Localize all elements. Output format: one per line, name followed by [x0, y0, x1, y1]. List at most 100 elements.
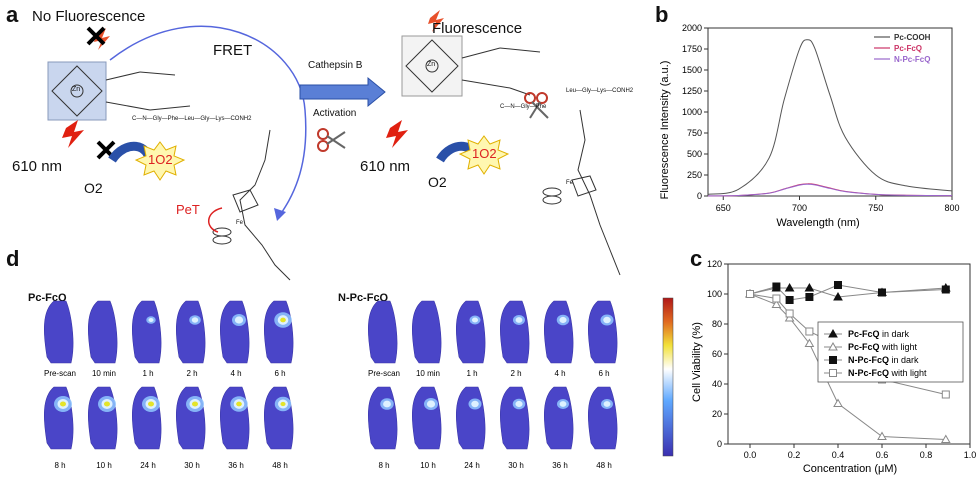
chart-c-y-axis-label: Cell Viability (%) — [691, 322, 703, 402]
chart-c-point-1 — [833, 291, 843, 301]
chart-b-y-tick-label: 0 — [697, 191, 702, 201]
chart-b-x-tick-label: 800 — [944, 203, 959, 213]
time-point-label: Pre-scan — [44, 369, 76, 378]
emission-spectra-chart: Fluorescence Intensity (a.u.) Wavelength… — [659, 23, 960, 229]
mouse-body — [175, 300, 206, 364]
activation-label-line1: Cathepsin B — [308, 60, 363, 71]
panel-label-b: b — [655, 2, 669, 27]
mouse-left-row2 — [175, 386, 206, 450]
signal-peak — [104, 401, 110, 407]
mouse-left-row2 — [87, 386, 118, 450]
iron-right-label: Fe — [566, 180, 574, 186]
mouse-right-row1 — [455, 300, 486, 364]
mouse-left-row1 — [263, 300, 294, 364]
chart-c-y-tick-label: 0 — [717, 439, 722, 449]
zinc-left-label: Zn — [72, 86, 81, 93]
mouse-body — [543, 300, 574, 364]
pc-core-right — [401, 35, 463, 97]
chart-c-legend-label-3: N-Pc-FcQ in dark — [848, 355, 919, 365]
mouse-body — [455, 386, 486, 450]
activation-label-line2: Activation — [313, 108, 357, 119]
mouse-body — [219, 386, 250, 450]
chart-c-y-tick-label: 20 — [712, 409, 722, 419]
chart-c-x-tick-label: 0.0 — [744, 450, 757, 460]
chart-b-y-tick-label: 1750 — [682, 44, 702, 54]
time-point-label: 6 h — [274, 369, 285, 378]
mouse-right-row2 — [587, 386, 618, 450]
chart-b-y-tick-label: 1500 — [682, 65, 702, 75]
chart-c-point-4 — [785, 309, 794, 318]
chart-b-x-tick-label: 650 — [716, 203, 731, 213]
fluorescence-label: Fluorescence — [432, 20, 523, 37]
signal-peak — [236, 401, 242, 407]
chart-b-plot-frame — [707, 27, 953, 197]
mouse-body — [455, 300, 486, 364]
chart-c-point-2 — [771, 299, 782, 308]
signal-core — [559, 401, 567, 407]
chart-c-point-1 — [784, 282, 795, 292]
time-point-label: 1 h — [466, 369, 477, 378]
chart-c-point-3 — [834, 281, 842, 289]
chart-c-legend-marker-3 — [829, 356, 837, 364]
intensity-color-scale — [662, 297, 674, 457]
iron-left-label: Fe — [236, 220, 244, 226]
chart-c-legend-label-2: Pc-FcQ with light — [848, 342, 918, 352]
mouse-right-row2 — [499, 386, 530, 450]
lightning-icon-top-right — [428, 10, 444, 32]
time-point-label: Pre-scan — [368, 369, 400, 378]
time-point-label: 10 h — [420, 461, 436, 470]
mouse-body — [587, 300, 618, 364]
chart-c-y-tick-label: 100 — [707, 289, 722, 299]
mouse-left-row1 — [43, 300, 74, 364]
chart-c-x-tick-label: 0.4 — [832, 450, 845, 460]
mouse-left-row1 — [219, 300, 250, 364]
chart-c-point-1 — [804, 282, 815, 292]
singlet-oxygen-left-label: 1O2 — [148, 152, 173, 167]
chart-c-point-3 — [805, 293, 814, 301]
starburst-icon-right — [458, 135, 510, 175]
time-point-label: 1 h — [142, 369, 153, 378]
time-point-label: 8 h — [378, 461, 389, 470]
o2-left-label: O2 — [84, 180, 103, 196]
mouse-left-row2 — [43, 386, 74, 450]
chart-c-point-2 — [940, 434, 951, 443]
chart-c-legend-marker-4 — [829, 369, 837, 377]
chart-c-point-4 — [941, 390, 950, 399]
chart-c-x-tick-label: 0.2 — [788, 450, 801, 460]
chart-c-x-tick-label: 0.8 — [920, 450, 933, 460]
chart-b-series-line-1 — [707, 39, 953, 195]
signal-core — [471, 400, 479, 408]
signal-peak — [280, 317, 286, 323]
mouse-body — [367, 386, 398, 450]
chart-c-y-tick-label: 40 — [712, 379, 722, 389]
imaging-right-title: N-Pc-FcQ — [338, 292, 389, 304]
chart-b-legend-label-1: Pc-COOH — [894, 33, 931, 42]
chart-b-x-axis-label: Wavelength (nm) — [776, 217, 859, 229]
chart-b-y-tick-label: 250 — [687, 170, 702, 180]
mouse-left-row2 — [131, 386, 162, 450]
pc-core-left — [47, 61, 107, 121]
mouse-right-row2 — [455, 386, 486, 450]
panel-label-a: a — [6, 2, 19, 27]
starburst-icon-left — [134, 141, 186, 181]
time-point-label: 48 h — [272, 461, 288, 470]
time-point-label: 24 h — [464, 461, 480, 470]
wavelength-left-label: 610 nm — [12, 158, 63, 175]
mouse-body — [263, 300, 294, 364]
chart-c-point-4 — [805, 327, 814, 336]
lightning-icon-right — [386, 120, 408, 148]
chart-c-point-3 — [941, 285, 950, 294]
chart-c-point-3 — [785, 296, 794, 304]
mouse-left-row1 — [87, 300, 118, 364]
time-point-label: 30 h — [508, 461, 524, 470]
chart-c-legend-label-4: N-Pc-FcQ with light — [848, 368, 927, 378]
mouse-body — [263, 386, 294, 450]
time-point-label: 2 h — [186, 369, 197, 378]
mouse-body — [499, 386, 530, 450]
signal-core — [426, 400, 436, 408]
signal-core — [191, 317, 199, 323]
mouse-body — [87, 300, 118, 364]
chart-b-y-tick-label: 2000 — [682, 23, 702, 33]
mouse-right-row2 — [543, 386, 574, 450]
mouse-right-row1 — [543, 300, 574, 364]
